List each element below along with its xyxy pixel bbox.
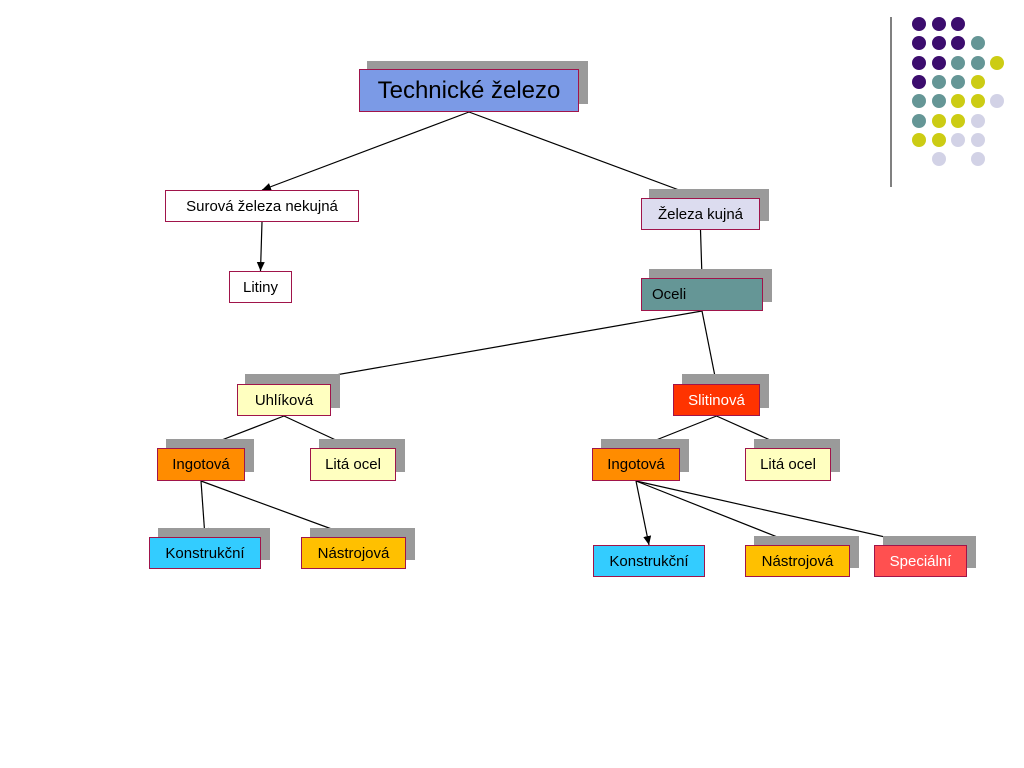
- node-label: Konstrukční: [165, 544, 245, 562]
- connector-oceli-uhlikova: [283, 310, 703, 387]
- decorative-dot: [912, 74, 926, 89]
- node-label: Technické železo: [377, 76, 561, 104]
- connector-root-zeleza-kujna: [468, 111, 701, 199]
- node-konstrukcni-uhlikova[interactable]: Konstrukční: [149, 537, 261, 569]
- connector-ingotova-1-konstrukcni-1: [200, 480, 209, 538]
- node-label: Železa kujná: [657, 205, 744, 223]
- decorative-dot: [951, 36, 965, 51]
- decorative-dot: [931, 17, 946, 31]
- decorative-dot: [912, 55, 926, 70]
- decorative-dot: [931, 113, 946, 128]
- decorative-dot: [912, 113, 926, 128]
- decorative-dot: [990, 94, 1004, 109]
- node-lita-ocel-uhlikova[interactable]: Litá ocel: [310, 448, 396, 481]
- node-label: Litá ocel: [325, 456, 381, 473]
- decorative-dot: [970, 55, 985, 70]
- decorative-dot: [951, 55, 965, 70]
- node-oceli[interactable]: Oceli: [641, 278, 763, 311]
- node-konstrukcni-slitinova[interactable]: Konstrukční: [593, 545, 705, 577]
- decorative-dot: [970, 94, 985, 109]
- node-label: Ingotová: [172, 456, 230, 473]
- connector-ingotova-2-konstrukcni-2: [635, 480, 652, 546]
- node-zeleza-kujna[interactable]: Železa kujná: [641, 198, 760, 230]
- decorative-dot: [912, 17, 926, 31]
- decorative-dot: [912, 94, 926, 109]
- decorative-dot: [970, 74, 985, 89]
- node-uhlikova[interactable]: Uhlíková: [237, 384, 331, 416]
- node-label: Litá ocel: [760, 456, 816, 473]
- node-label: Litiny: [242, 278, 279, 296]
- node-slitinova[interactable]: Slitinová: [673, 384, 760, 416]
- node-label: Nástrojová: [317, 544, 390, 562]
- decorative-dot: [931, 74, 946, 89]
- node-label: Speciální: [889, 552, 952, 570]
- connector-oceli-slitinova: [701, 310, 719, 385]
- node-label: Konstrukční: [609, 552, 689, 570]
- node-nastrojova-uhlikova[interactable]: Nástrojová: [301, 537, 406, 569]
- decorative-dot: [931, 152, 946, 167]
- node-nastrojova-slitinova[interactable]: Nástrojová: [745, 545, 850, 577]
- node-ingotova-slitinova[interactable]: Ingotová: [592, 448, 680, 481]
- decorative-dot: [951, 132, 965, 147]
- node-ingotova-uhlikova[interactable]: Ingotová: [157, 448, 245, 481]
- node-specialni[interactable]: Speciální: [874, 545, 967, 577]
- node-label: Slitinová: [688, 391, 745, 409]
- connector-ingotova-2-nastrojova-2: [635, 480, 798, 546]
- decorative-dot: [970, 36, 985, 51]
- node-label: Oceli: [652, 286, 687, 303]
- decorative-dot: [912, 132, 926, 147]
- decorative-dot: [931, 94, 946, 109]
- decorative-dot: [970, 113, 985, 128]
- decorative-dot: [912, 36, 926, 51]
- node-label: Uhlíková: [254, 391, 314, 409]
- connector-ingotova-2-specialni: [635, 480, 921, 547]
- connector-ingotova-1-nastrojova-1: [200, 480, 354, 538]
- node-label: Nástrojová: [761, 552, 834, 570]
- connector-root-surova: [261, 111, 470, 191]
- node-litiny[interactable]: Litiny: [229, 271, 292, 303]
- decorative-dot: [931, 55, 946, 70]
- decorative-dot: [951, 74, 965, 89]
- decorative-dot: [931, 132, 946, 147]
- decorative-dot: [970, 152, 985, 167]
- connector-surova-litiny: [256, 221, 265, 272]
- node-surova-zeleza-nekujna[interactable]: Surová železa nekujná: [165, 190, 359, 222]
- node-label: Ingotová: [607, 456, 665, 473]
- decorative-dot: [931, 36, 946, 51]
- decorative-dot: [951, 94, 965, 109]
- decorative-dot: [990, 55, 1004, 70]
- decorative-dot: [951, 17, 965, 31]
- node-label: Surová železa nekujná: [186, 197, 338, 215]
- decorative-dot: [970, 132, 985, 147]
- node-lita-ocel-slitinova[interactable]: Litá ocel: [745, 448, 831, 481]
- decorative-dot: [951, 113, 965, 128]
- node-technicke-zelezo[interactable]: Technické železo: [359, 69, 579, 112]
